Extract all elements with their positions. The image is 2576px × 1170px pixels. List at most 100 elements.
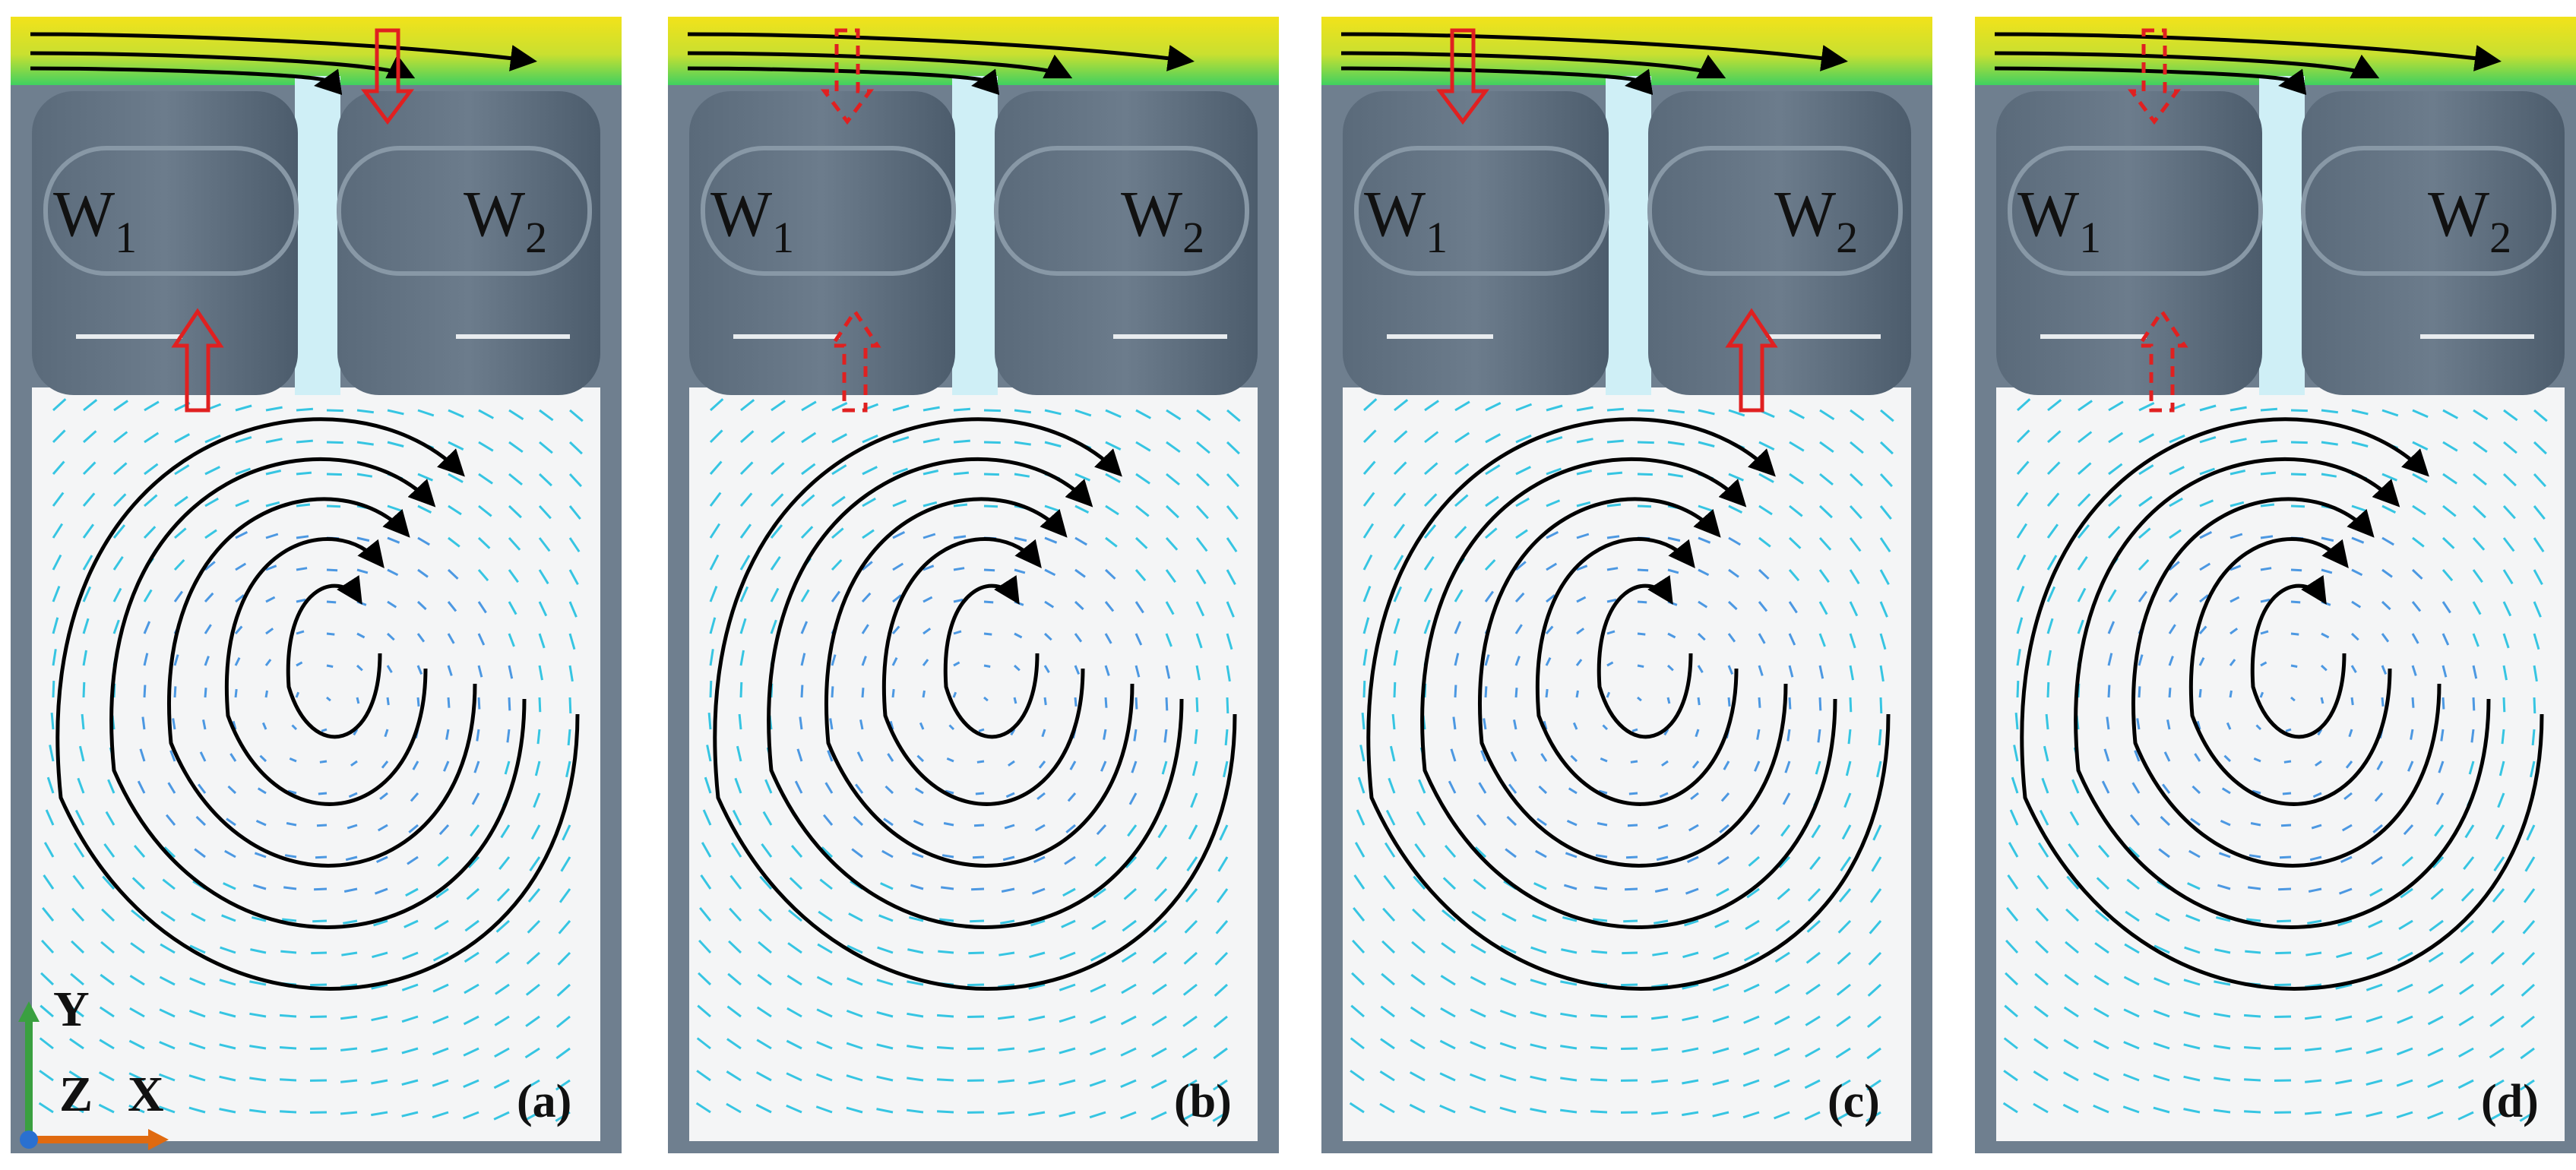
velocity-vector bbox=[1666, 664, 1674, 672]
velocity-vector bbox=[2290, 441, 2308, 444]
w2-label-main: W bbox=[1774, 177, 1836, 250]
velocity-vector bbox=[790, 845, 803, 858]
velocity-vector bbox=[1059, 1047, 1076, 1055]
velocity-vector bbox=[2214, 1012, 2231, 1018]
velocity-vector bbox=[1869, 888, 1882, 903]
velocity-vector bbox=[1697, 665, 1704, 673]
velocity-vector bbox=[759, 875, 773, 890]
velocity-vector bbox=[936, 1013, 954, 1018]
w2-label-main: W bbox=[464, 177, 525, 250]
velocity-vector bbox=[2068, 843, 2080, 858]
velocity-vector bbox=[922, 564, 935, 571]
velocity-vector bbox=[709, 429, 723, 444]
top-streamline bbox=[687, 51, 1073, 79]
velocity-vector bbox=[2442, 504, 2457, 517]
velocity-vector bbox=[326, 664, 334, 668]
velocity-vector bbox=[508, 473, 523, 486]
velocity-vector bbox=[1105, 536, 1118, 548]
velocity-vector bbox=[1362, 617, 1370, 634]
velocity-vector bbox=[1439, 1104, 1456, 1114]
velocity-vector bbox=[1774, 951, 1790, 963]
channel-gap bbox=[952, 76, 998, 395]
velocity-vector bbox=[1379, 1102, 1395, 1114]
velocity-vector bbox=[953, 407, 971, 412]
velocity-vector bbox=[1871, 856, 1882, 872]
velocity-vector bbox=[1606, 471, 1623, 476]
velocity-vector bbox=[848, 912, 863, 922]
velocity-vector bbox=[103, 843, 116, 858]
velocity-vector bbox=[1651, 1015, 1669, 1020]
velocity-vector bbox=[52, 460, 65, 475]
velocity-vector bbox=[74, 809, 85, 826]
velocity-vector bbox=[1682, 1015, 1699, 1022]
velocity-vector bbox=[2338, 887, 2353, 895]
velocity-vector bbox=[1742, 1111, 1760, 1119]
velocity-vector bbox=[2190, 817, 2201, 827]
velocity-vector bbox=[562, 824, 571, 841]
velocity-vector bbox=[226, 817, 236, 827]
velocity-vector bbox=[922, 628, 932, 635]
velocity-vector bbox=[2095, 909, 2109, 922]
velocity-vector bbox=[2411, 633, 2419, 644]
velocity-vector bbox=[2335, 983, 2353, 990]
velocity-vector bbox=[2442, 441, 2458, 452]
top-streamline bbox=[1340, 51, 1726, 79]
velocity-vector bbox=[2108, 400, 2124, 412]
velocity-vector bbox=[1815, 760, 1821, 775]
velocity-vector bbox=[1500, 977, 1517, 986]
velocity-vector bbox=[163, 846, 176, 859]
velocity-vector bbox=[1849, 697, 1853, 713]
velocity-vector bbox=[1713, 951, 1729, 960]
velocity-vector bbox=[2366, 983, 2383, 991]
w2-label: W2 bbox=[2428, 177, 2511, 262]
velocity-vector bbox=[250, 948, 267, 954]
velocity-vector bbox=[1014, 409, 1031, 414]
velocity-vector bbox=[1576, 533, 1590, 539]
velocity-vector bbox=[445, 729, 450, 740]
velocity-vector bbox=[172, 718, 176, 730]
velocity-vector bbox=[1510, 751, 1517, 762]
velocity-vector bbox=[2368, 919, 2383, 928]
velocity-vector bbox=[831, 654, 837, 666]
velocity-vector bbox=[786, 1072, 802, 1082]
velocity-vector bbox=[401, 983, 419, 991]
velocity-vector bbox=[559, 888, 571, 903]
velocity-vector bbox=[816, 976, 833, 986]
velocity-vector bbox=[1384, 842, 1396, 858]
velocity-vector bbox=[1041, 729, 1046, 738]
velocity-vector bbox=[1135, 504, 1150, 517]
velocity-vector bbox=[82, 555, 93, 571]
velocity-vector bbox=[702, 809, 712, 826]
velocity-vector bbox=[2401, 855, 2413, 867]
w2-label-main: W bbox=[2428, 177, 2489, 250]
velocity-vector bbox=[1152, 951, 1167, 964]
velocity-vector bbox=[1650, 1111, 1669, 1115]
vortex-streamline bbox=[2188, 537, 2392, 806]
velocity-vector bbox=[1182, 1047, 1198, 1059]
velocity-vector bbox=[1064, 855, 1076, 865]
velocity-vector bbox=[1499, 1009, 1517, 1018]
channel-gap bbox=[1606, 76, 1651, 395]
velocity-vector bbox=[167, 782, 176, 794]
velocity-vector bbox=[1362, 586, 1372, 602]
velocity-vector bbox=[861, 624, 869, 634]
velocity-vector bbox=[2078, 462, 2092, 476]
velocity-vector bbox=[2108, 432, 2124, 444]
velocity-vector bbox=[2169, 434, 2185, 444]
velocity-vector bbox=[756, 1039, 772, 1050]
velocity-vector bbox=[953, 471, 970, 476]
velocity-vector bbox=[815, 1105, 833, 1114]
velocity-vector bbox=[2131, 782, 2141, 794]
velocity-vector bbox=[1044, 409, 1062, 416]
velocity-vector bbox=[739, 523, 752, 539]
velocity-vector bbox=[1165, 633, 1172, 647]
velocity-vector bbox=[2260, 598, 2271, 603]
velocity-vector bbox=[1866, 1111, 1881, 1122]
velocity-vector bbox=[1835, 1047, 1851, 1059]
velocity-vector bbox=[1423, 619, 1431, 634]
velocity-vector bbox=[82, 492, 96, 507]
velocity-vector bbox=[2198, 625, 2207, 634]
velocity-vector bbox=[49, 745, 55, 762]
velocity-vector bbox=[70, 972, 84, 986]
velocity-vector bbox=[2503, 441, 2517, 454]
